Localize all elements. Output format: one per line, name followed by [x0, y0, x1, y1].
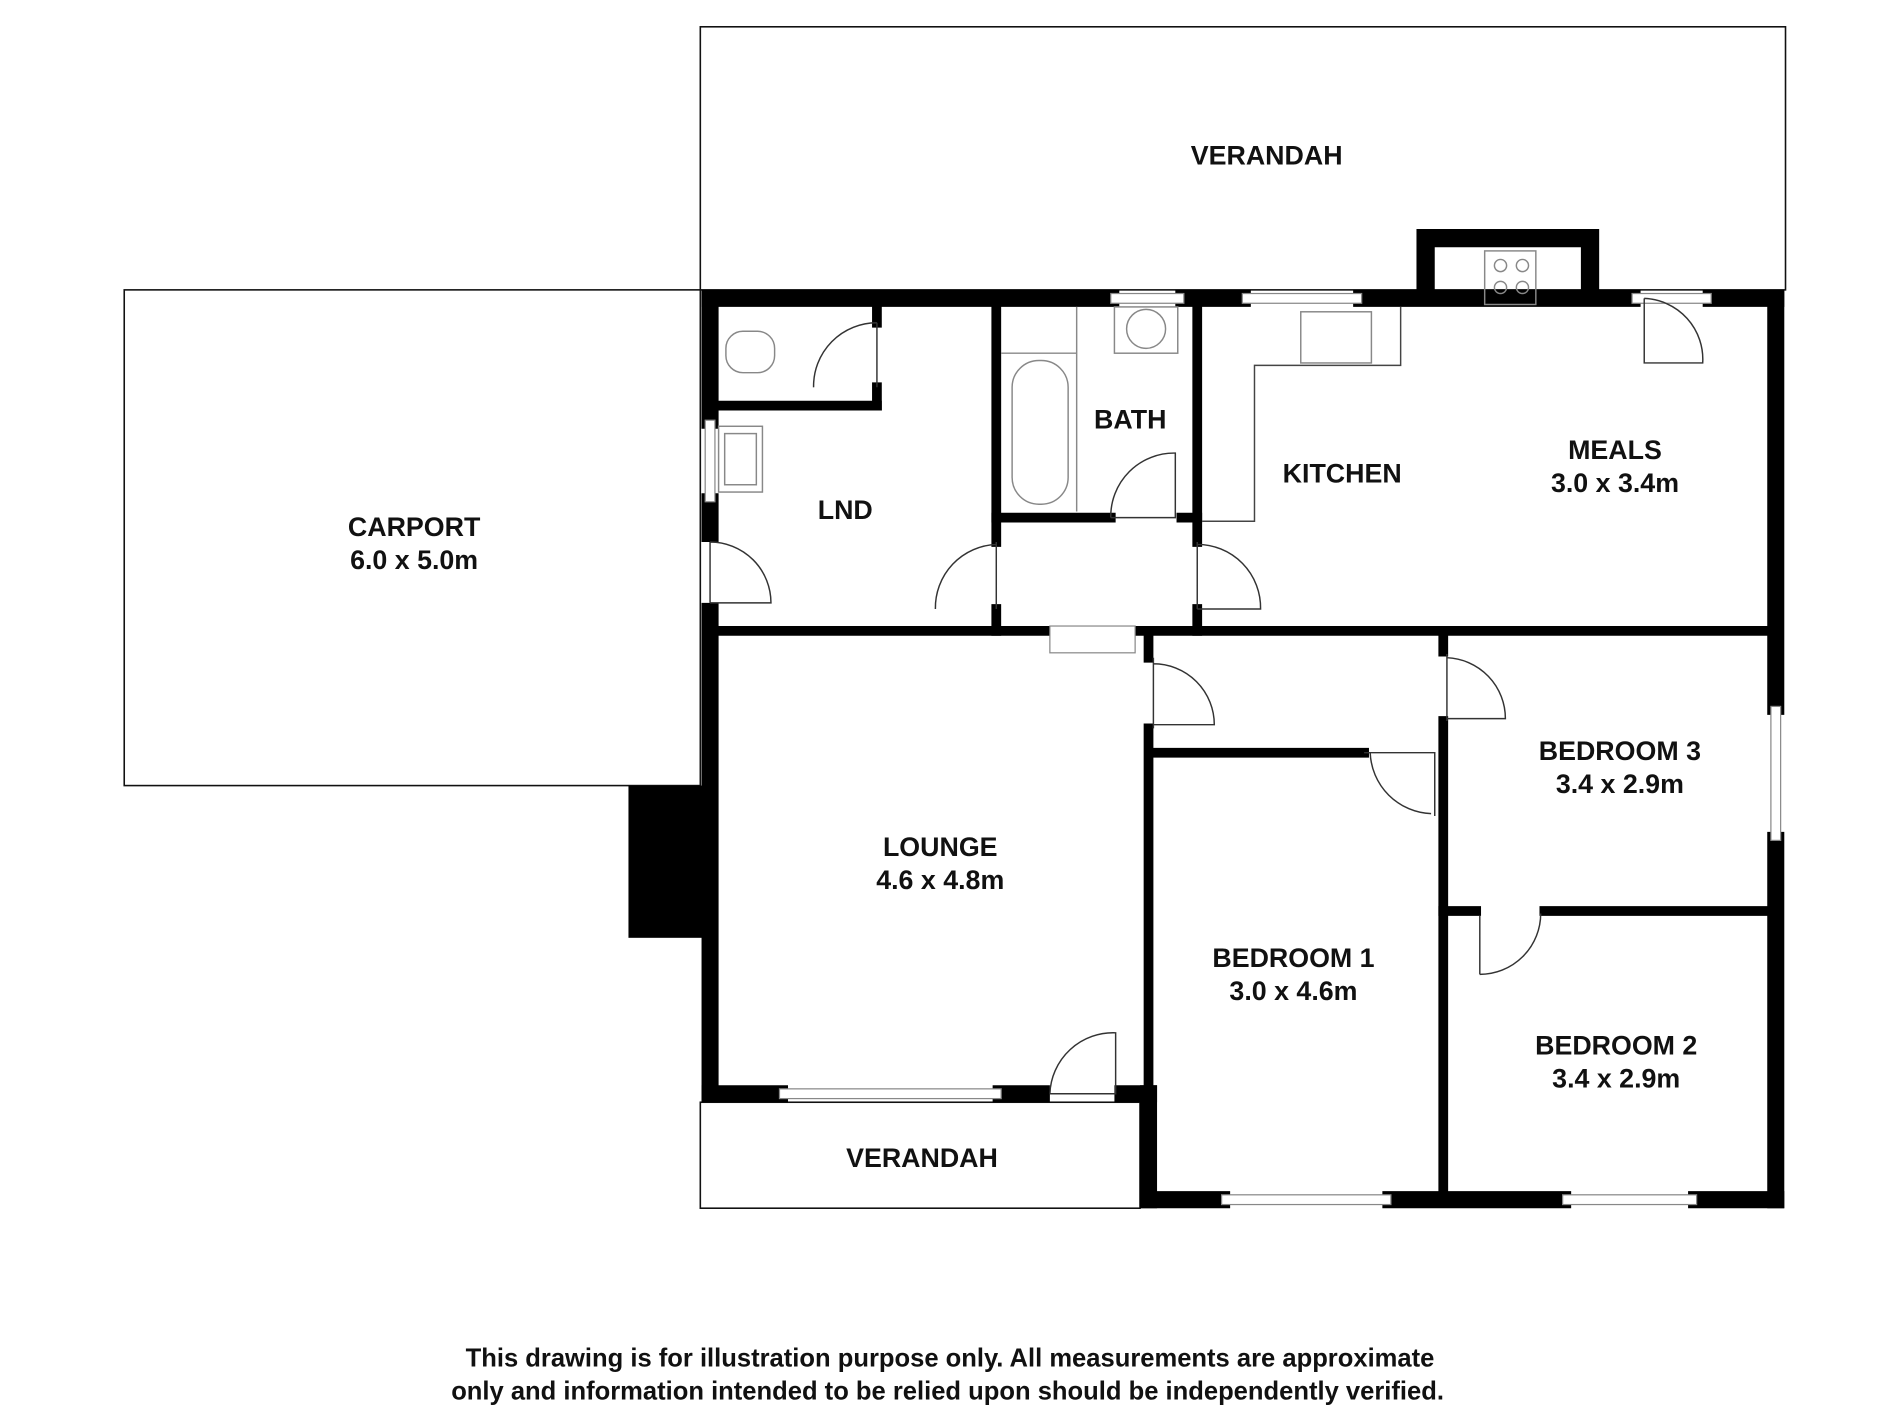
carport-size: 6.0 x 5.0m: [350, 545, 478, 575]
bedroom2-label: BEDROOM 2: [1535, 1031, 1697, 1061]
meals-size: 3.0 x 3.4m: [1551, 468, 1679, 498]
toilet-icon: [725, 330, 776, 374]
walls: [701, 289, 1785, 1209]
kitchen-sink-icon: [1300, 311, 1373, 364]
doors: [709, 297, 1704, 1095]
disclaimer-line-1: This drawing is for illustration purpose…: [466, 1345, 1435, 1373]
bedroom3-label: BEDROOM 3: [1539, 736, 1701, 766]
kitchen-label: KITCHEN: [1283, 458, 1402, 488]
bedroom2-size: 3.4 x 2.9m: [1552, 1064, 1680, 1094]
kitchen-counter: [1202, 306, 1402, 523]
bedroom1-label: BEDROOM 1: [1212, 943, 1374, 973]
meals-label: MEALS: [1568, 435, 1662, 465]
verandah-bottom-label: VERANDAH: [846, 1143, 998, 1173]
bathtub-icon: [1011, 359, 1069, 505]
bedroom3-size: 3.4 x 2.9m: [1556, 769, 1684, 799]
basin-icon: [1113, 306, 1179, 354]
chimney-top: [1416, 228, 1600, 299]
lounge-size: 4.6 x 4.8m: [876, 865, 1004, 895]
fixtures: [717, 250, 1537, 523]
windows: [704, 292, 1782, 1206]
bedroom1-size: 3.0 x 4.6m: [1229, 976, 1357, 1006]
chimney-left: [628, 785, 714, 938]
disclaimer-line-2: only and information intended to be reli…: [451, 1377, 1444, 1405]
room-labels: VERANDAH CARPORT 6.0 x 5.0m LND BATH KIT…: [348, 140, 1701, 1172]
laundry-sink-icon: [717, 425, 764, 493]
lounge-label: LOUNGE: [883, 832, 998, 862]
carport-outline: [123, 289, 702, 787]
carport-label: CARPORT: [348, 512, 481, 542]
stove-icon: [1483, 250, 1537, 306]
lnd-label: LND: [818, 495, 873, 525]
bath-label: BATH: [1094, 405, 1166, 435]
verandah-top-label: VERANDAH: [1191, 140, 1343, 170]
